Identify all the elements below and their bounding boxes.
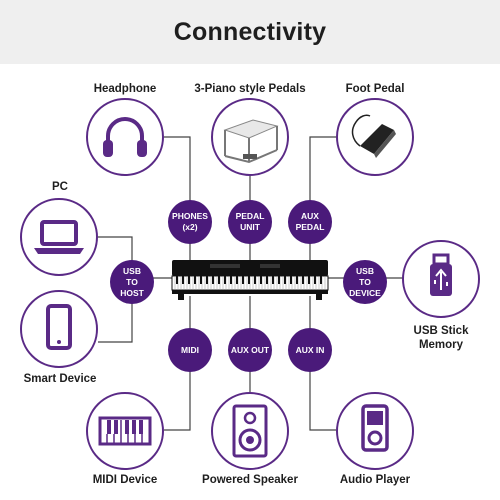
foot-pedal-image — [351, 114, 396, 158]
pedal-unit-device — [211, 98, 289, 176]
usb-stick-device — [402, 240, 480, 318]
port-aux-out: AUX OUT — [228, 328, 272, 372]
speaker-icon — [232, 404, 268, 458]
smartphone-icon — [46, 304, 72, 350]
port-phones: PHONES (x2) — [168, 200, 212, 244]
port-usb-to-host: USB TO HOST — [110, 260, 154, 304]
pedal-unit-image — [223, 119, 279, 164]
page-title: Connectivity — [173, 18, 327, 46]
midi-keyboard-icon — [98, 416, 152, 446]
piano-image — [171, 260, 329, 300]
label-usb-stick: USB Stick Memory — [413, 325, 469, 351]
headphone-device — [86, 98, 164, 176]
smart-device — [20, 290, 98, 368]
pc-device — [20, 198, 98, 276]
midi-device — [86, 392, 164, 470]
laptop-icon — [34, 220, 84, 254]
port-pedal-unit: PEDAL UNIT — [228, 200, 272, 244]
audio-player-device — [336, 392, 414, 470]
port-midi: MIDI — [168, 328, 212, 372]
port-aux-in: AUX IN — [288, 328, 332, 372]
label-headphone: Headphone — [93, 83, 157, 95]
port-aux-pedal: AUX PEDAL — [288, 200, 332, 244]
usb-stick-icon — [430, 253, 452, 296]
label-smart-device: Smart Device — [23, 373, 97, 385]
audio-player-icon — [361, 404, 389, 452]
header-bar — [0, 0, 500, 64]
foot-pedal-device — [336, 98, 414, 176]
port-usb-to-device: USB TO DEVICE — [343, 260, 387, 304]
headphone-icon — [103, 117, 147, 157]
label-foot-pedal: Foot Pedal — [345, 83, 405, 95]
label-powered-speaker: Powered Speaker — [202, 474, 298, 486]
label-pedals: 3-Piano style Pedals — [194, 83, 306, 95]
label-midi-device: MIDI Device — [92, 474, 158, 486]
label-pc: PC — [52, 181, 68, 193]
powered-speaker-device — [211, 392, 289, 470]
label-audio-player: Audio Player — [339, 474, 411, 486]
